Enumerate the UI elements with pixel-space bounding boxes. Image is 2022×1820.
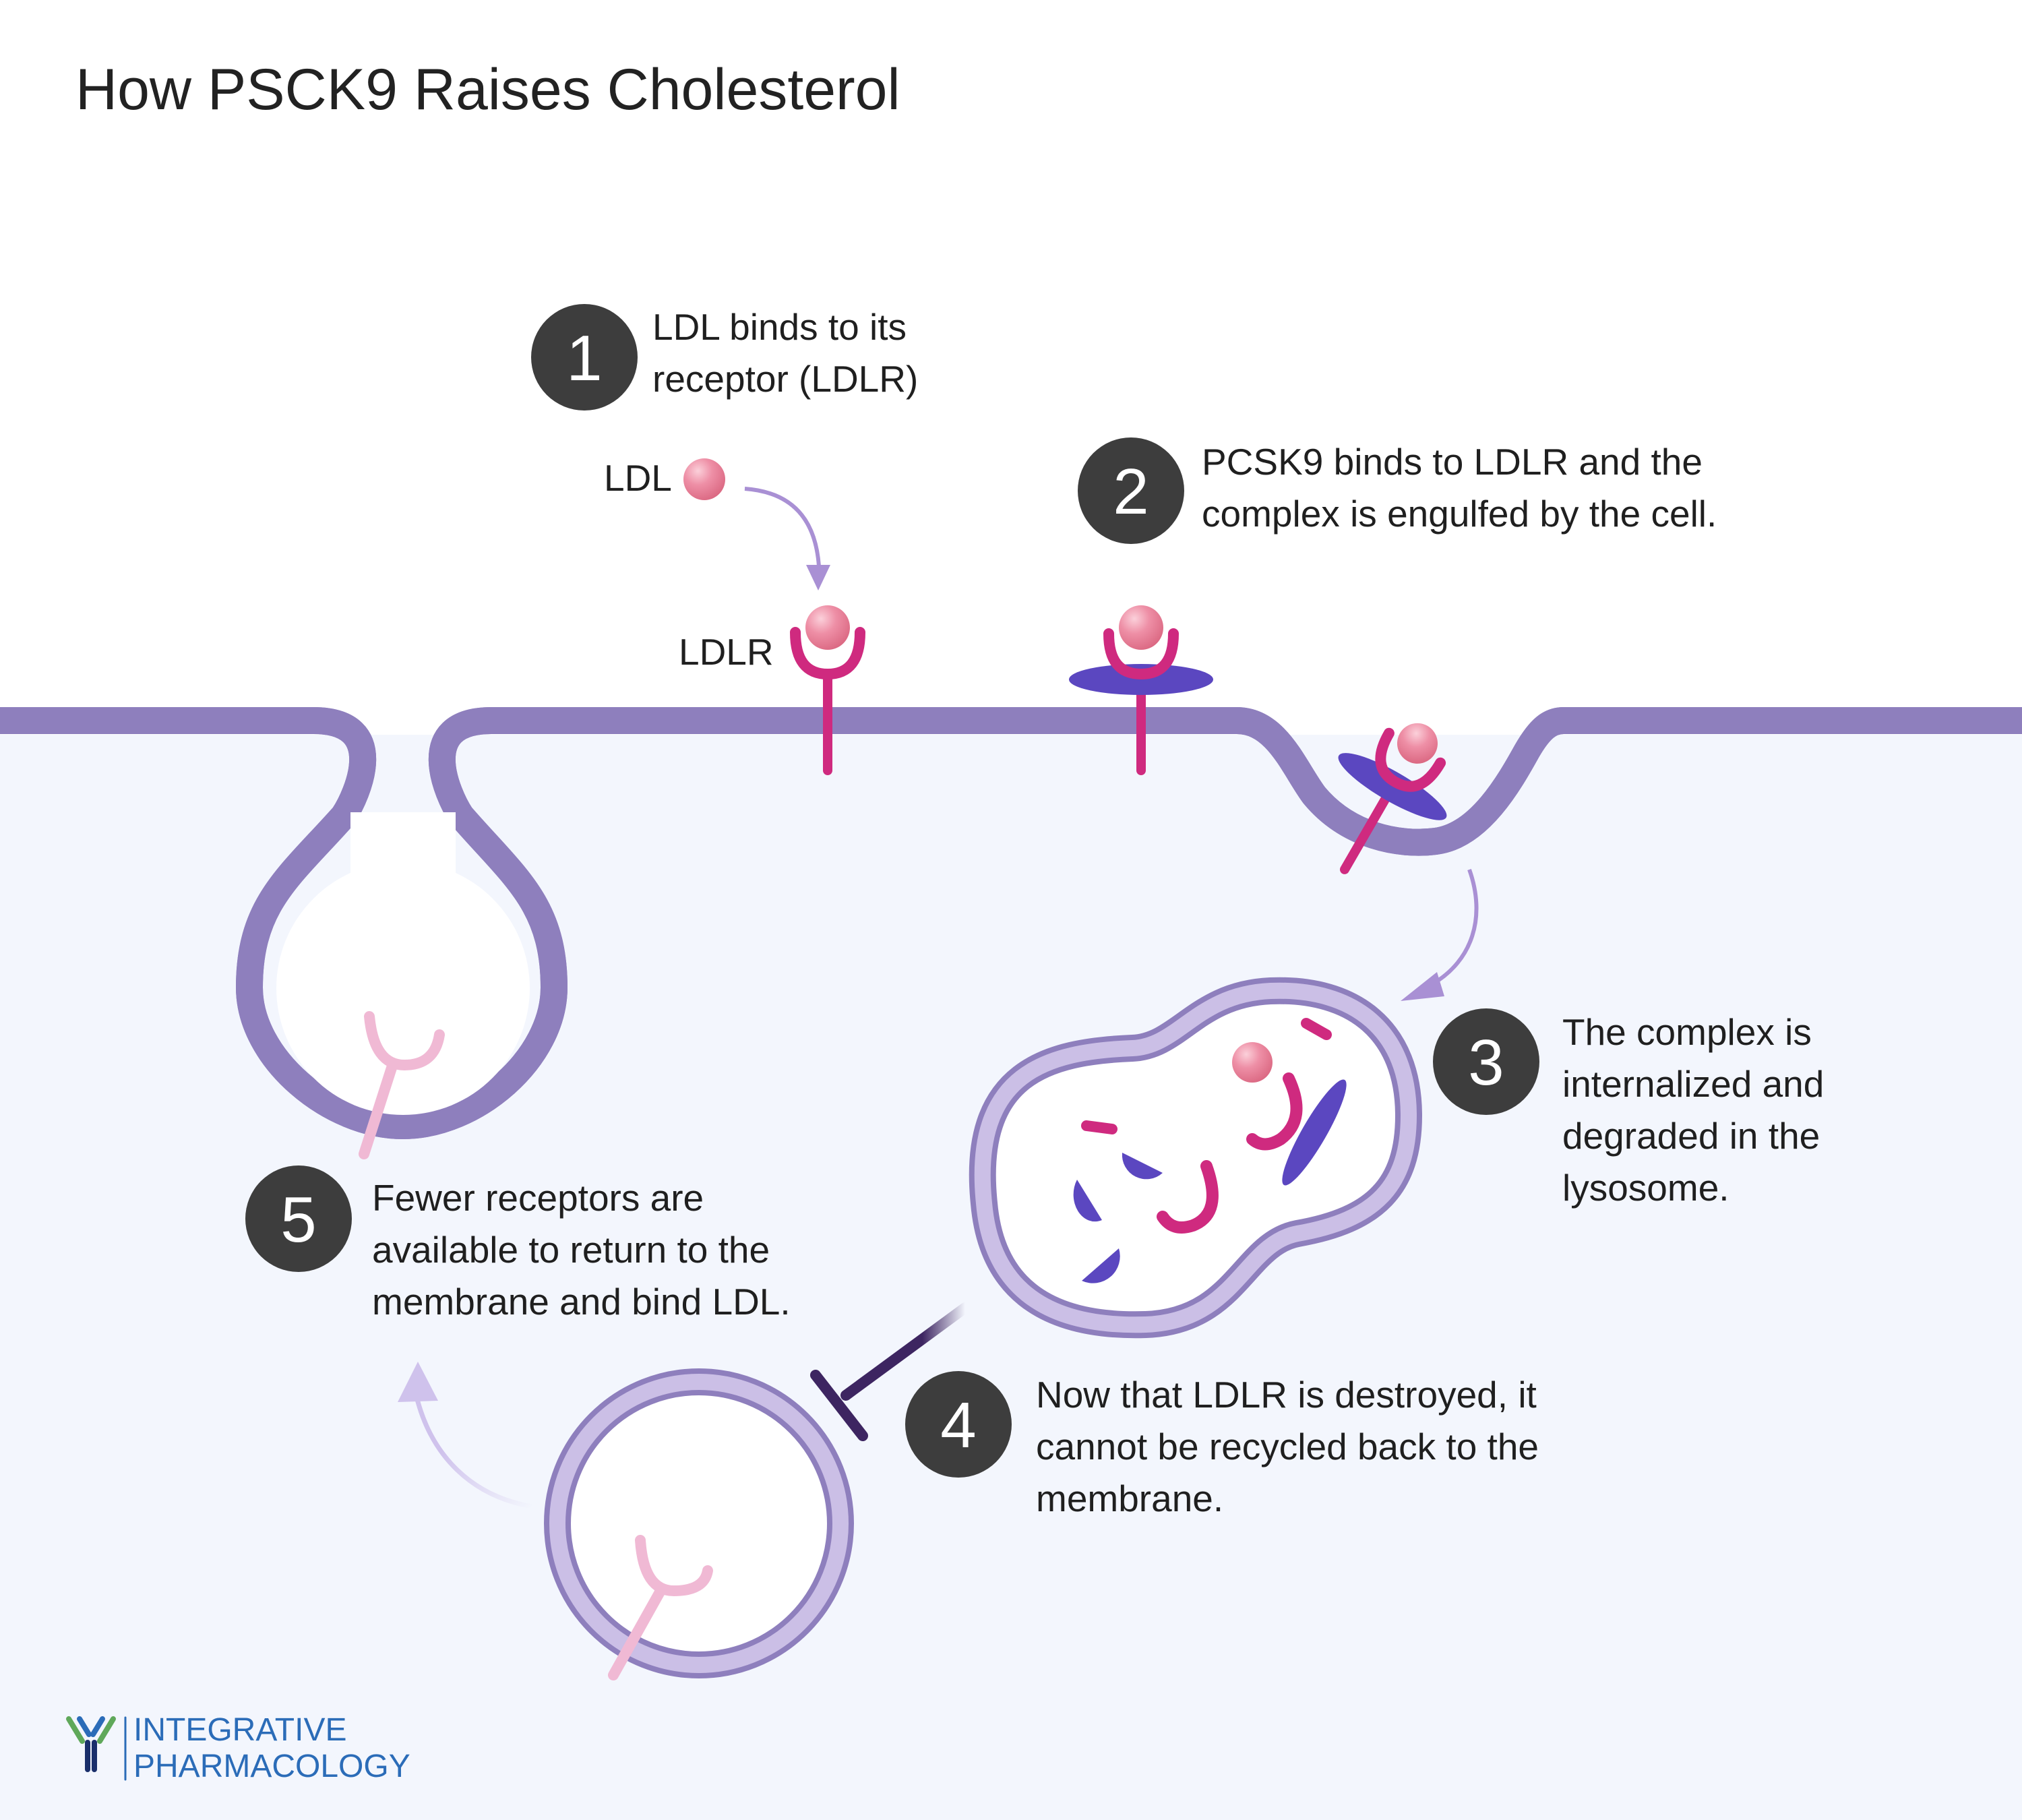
pcsk9-complex-internalizing [1338,723,1447,874]
ldlr-receptor [790,605,865,775]
logo-text: INTEGRATIVE PHARMACOLOGY [133,1712,410,1785]
step-5-text: Fewer receptors are available to return … [372,1172,791,1328]
step-5-line: membrane and bind LDL. [372,1281,791,1323]
arrow-ldl-to-receptor [744,487,830,590]
step-1-text: LDL binds to its receptor (LDLR) [652,301,918,405]
step-1-line: receptor (LDLR) [652,358,919,400]
step-4-line: membrane. [1036,1478,1224,1519]
step-badge-2: 2 [1078,437,1184,544]
logo-line-1: INTEGRATIVE [133,1712,347,1748]
lysosome [969,977,1422,1339]
step-3-line: The complex is [1562,1011,1812,1053]
svg-text:3: 3 [1468,1027,1504,1099]
step-4-line: Now that LDLR is destroyed, it [1036,1374,1537,1416]
recycling-vesicle [544,1368,854,1678]
step-3-line: internalized and [1562,1063,1825,1105]
ldlr-label: LDLR [679,631,774,673]
ldl-label: LDL [604,457,672,499]
svg-text:1: 1 [566,322,602,394]
receptor-fragment [1301,1018,1332,1040]
endocytic-vesicle [276,812,530,1115]
step-badge-3: 3 [1433,1008,1539,1115]
ldl-fragment [1232,1042,1273,1083]
step-2-line: PCSK9 binds to LDLR and the [1202,441,1703,483]
logo-line-2: PHARMACOLOGY [133,1749,410,1784]
receptor-fragment [1081,1120,1117,1134]
antibody-icon [66,1716,127,1781]
step-badge-1: 1 [531,304,638,411]
step-4-line: cannot be recycled back to the [1036,1426,1539,1467]
step-5-line: available to return to the [372,1229,770,1271]
svg-text:5: 5 [280,1184,316,1256]
page-title: How PSCK9 Raises Cholesterol [75,57,900,122]
pcsk9-fragment [1082,1248,1120,1283]
step-4-text: Now that LDLR is destroyed, it cannot be… [1036,1369,1539,1525]
ldl-particle [683,458,725,500]
step-2-line: complex is engulfed by the cell. [1202,493,1717,535]
step-2-text: PCSK9 binds to LDLR and the complex is e… [1202,436,1717,540]
faded-receptor-vesicle [359,1011,445,1159]
step-3-line: lysosome. [1562,1167,1729,1209]
faded-receptor-recycling [608,1535,713,1680]
step-badge-5: 5 [245,1165,352,1272]
step-1-line: LDL binds to its [652,306,907,348]
pcsk9-ldlr-complex [1069,605,1213,775]
receptor-fragment [1246,1072,1303,1151]
receptor-fragment [1157,1160,1219,1234]
arrow-to-lysosome [1401,868,1479,1001]
inhibition-symbol [810,1302,971,1441]
bound-ldl [805,605,850,650]
pcsk9-fragment [1282,1079,1347,1186]
svg-text:4: 4 [940,1389,976,1461]
degraded-fragments [1073,1018,1347,1283]
svg-text:2: 2 [1113,456,1148,528]
bound-ldl [1119,605,1163,650]
pcsk9-fragment [1122,1153,1163,1180]
step-3-text: The complex is internalized and degraded… [1562,1006,1824,1214]
pcsk9-fragment [1073,1180,1102,1222]
arrow-return-to-membrane [398,1362,533,1509]
step-3-line: degraded in the [1562,1115,1820,1157]
step-5-line: Fewer receptors are [372,1177,704,1219]
bound-ldl [1397,723,1438,764]
step-badge-4: 4 [905,1371,1012,1478]
